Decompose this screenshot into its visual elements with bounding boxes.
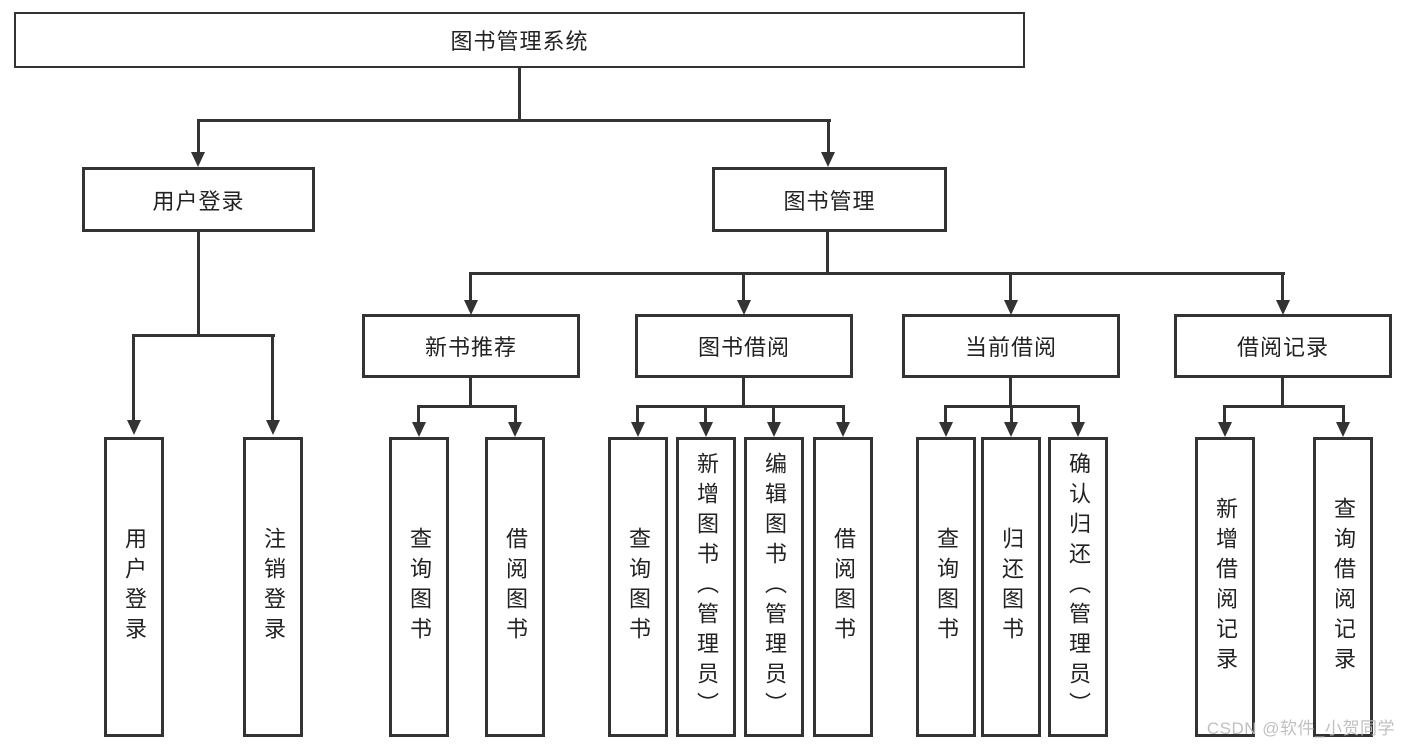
node-book-management: 图书管理 [712,167,947,232]
edge-records-child1 [1223,405,1226,424]
node-new-book-recommend: 新书推荐 [362,314,580,378]
leaf-add-books-admin: 新增图书（管理员） [676,437,736,737]
edge-to-book-borrow [742,272,745,302]
edge-mgmt-trunk [826,230,829,275]
leaf-add-borrow-record: 新增借阅记录 [1195,437,1255,737]
edge-currentborrow-child3 [1077,405,1080,424]
arrowhead-icon [631,422,645,437]
node-label: 查询图书 [407,527,432,647]
edge-currentborrow-trunk [1009,376,1012,407]
node-label: 新增图书（管理员） [694,452,719,722]
arrowhead-icon [508,422,522,437]
edge-bookborrow-bar [636,405,845,408]
node-label: 当前借阅 [964,335,1057,360]
arrowhead-icon [939,422,953,437]
edge-bookborrow-child4 [842,405,845,424]
edge-currentborrow-child2 [1010,405,1013,424]
arrowhead-icon [1071,422,1085,437]
node-label: 图书借阅 [697,335,790,360]
leaf-return-books: 归还图书 [981,437,1041,737]
leaf-edit-books-admin: 编辑图书（管理员） [744,437,804,737]
edge-to-book-management [827,119,830,154]
leaf-borrow-books: 借阅图书 [813,437,873,737]
arrowhead-new-book-icon [464,300,478,315]
arrowhead-icon [1218,422,1232,437]
edge-userlogin-bar [132,334,275,337]
edge-to-current-borrow [1009,272,1012,302]
edge-to-new-book [469,272,472,302]
edge-bookborrow-child3 [772,405,775,424]
node-label: 图书管理 [783,188,876,214]
arrowhead-leaf-login-icon [127,420,141,435]
edge-newbook-child1 [417,405,420,424]
edge-to-user-login [197,119,200,154]
edge-root-trunk [518,66,521,120]
edge-bookborrow-child1 [636,405,639,424]
edge-root-bar [197,119,831,122]
node-label: 借阅图书 [503,527,528,647]
node-borrow-records: 借阅记录 [1174,314,1392,378]
node-label: 确认归还（管理员） [1066,452,1091,722]
leaf-logout: 注销登录 [243,437,303,737]
arrowhead-icon [699,422,713,437]
arrowhead-leaf-logout-icon [266,420,280,435]
edge-userlogin-trunk [197,230,200,337]
node-user-login: 用户登录 [82,167,315,232]
leaf-confirm-return-admin: 确认归还（管理员） [1048,437,1108,737]
edge-records-bar [1223,405,1345,408]
node-label: 归还图书 [999,527,1024,647]
node-label: 注销登录 [261,527,286,647]
node-book-borrowing: 图书借阅 [635,314,853,378]
edge-records-trunk [1281,376,1284,407]
leaf-query-books-newbook: 查询图书 [389,437,449,737]
edge-newbook-child2 [514,405,517,424]
arrowhead-icon [412,422,426,437]
edge-bookborrow-trunk [742,376,745,407]
node-label: 用户登录 [152,188,245,214]
node-label: 查询图书 [626,527,651,647]
leaf-query-books-current: 查询图书 [916,437,976,737]
edge-records-child2 [1342,405,1345,424]
node-label: 新书推荐 [424,335,517,360]
arrowhead-icon [836,422,850,437]
edge-to-leaf-logout [271,334,274,422]
edge-bookborrow-child2 [704,405,707,424]
arrowhead-icon [767,422,781,437]
node-label: 借阅图书 [831,527,856,647]
node-label: 新增借阅记录 [1213,497,1238,677]
arrowhead-icon [1004,422,1018,437]
node-current-borrowing: 当前借阅 [902,314,1120,378]
edge-newbook-trunk [469,376,472,407]
leaf-borrow-books-newbook: 借阅图书 [485,437,545,737]
edge-currentborrow-child1 [944,405,947,424]
csdn-watermark: CSDN @软件_小贺同学 [1206,719,1395,738]
arrowhead-borrow-records-icon [1276,300,1290,315]
node-label: 编辑图书（管理员） [762,452,787,722]
node-label: 图书管理系统 [450,29,589,54]
arrowhead-book-borrow-icon [737,300,751,315]
edge-mgmt-bar [469,272,1285,275]
edge-newbook-bar [417,405,517,408]
node-label: 查询图书 [934,527,959,647]
arrowhead-book-management-icon [821,152,835,167]
arrowhead-current-borrow-icon [1004,300,1018,315]
node-root-library-system: 图书管理系统 [14,12,1025,68]
arrowhead-icon [1336,422,1350,437]
leaf-query-borrow-record: 查询借阅记录 [1313,437,1373,737]
edge-to-leaf-login [132,334,135,422]
edge-to-borrow-records [1281,272,1284,302]
node-label: 用户登录 [122,527,147,647]
arrowhead-user-login-icon [191,152,205,167]
node-label: 借阅记录 [1236,335,1329,360]
leaf-query-books-borrow: 查询图书 [608,437,668,737]
node-label: 查询借阅记录 [1331,497,1356,677]
leaf-user-login: 用户登录 [104,437,164,737]
